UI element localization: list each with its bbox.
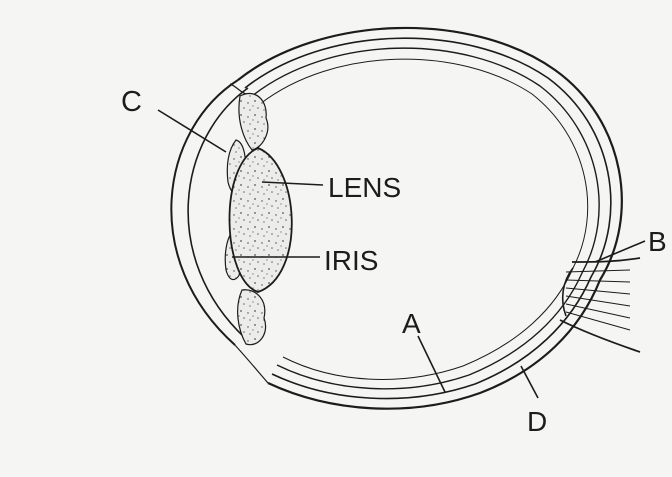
lens <box>229 148 291 292</box>
label-lens: LENS <box>328 172 401 203</box>
label-b: B <box>648 226 667 257</box>
leader-line-c <box>158 110 226 152</box>
retina-layer <box>252 48 599 389</box>
leader-line-d <box>521 366 538 398</box>
optic-nerve-fibers <box>566 270 630 330</box>
upper-ciliary-tissue <box>239 93 268 150</box>
cornea-edge-lower <box>232 342 268 383</box>
label-c: C <box>121 86 142 118</box>
optic-nerve-lower-sheath <box>560 320 640 352</box>
cornea-outer-curve <box>171 80 238 345</box>
label-d: D <box>527 406 547 437</box>
label-iris: IRIS <box>324 245 378 276</box>
label-a: A <box>402 308 421 339</box>
eyeball-layers <box>238 28 622 409</box>
leader-line-a <box>418 336 445 392</box>
optic-nerve <box>560 258 640 352</box>
cornea-edge-upper <box>230 84 246 94</box>
optic-nerve-upper-sheath <box>572 258 640 262</box>
sclera-outer-layer <box>238 28 622 409</box>
lower-ciliary-tissue <box>238 290 266 345</box>
